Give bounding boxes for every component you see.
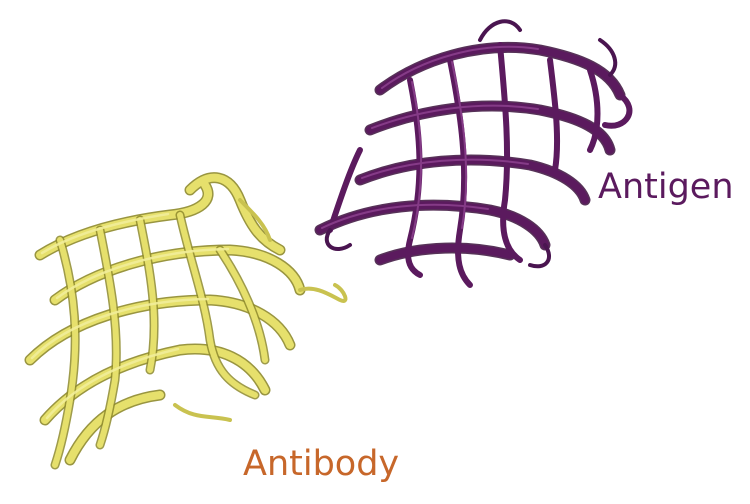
antigen-label: Antigen — [598, 167, 734, 207]
antibody-label: Antibody — [243, 444, 400, 484]
antibody-ribbon — [24, 172, 348, 470]
antigen-ribbon — [314, 19, 633, 288]
